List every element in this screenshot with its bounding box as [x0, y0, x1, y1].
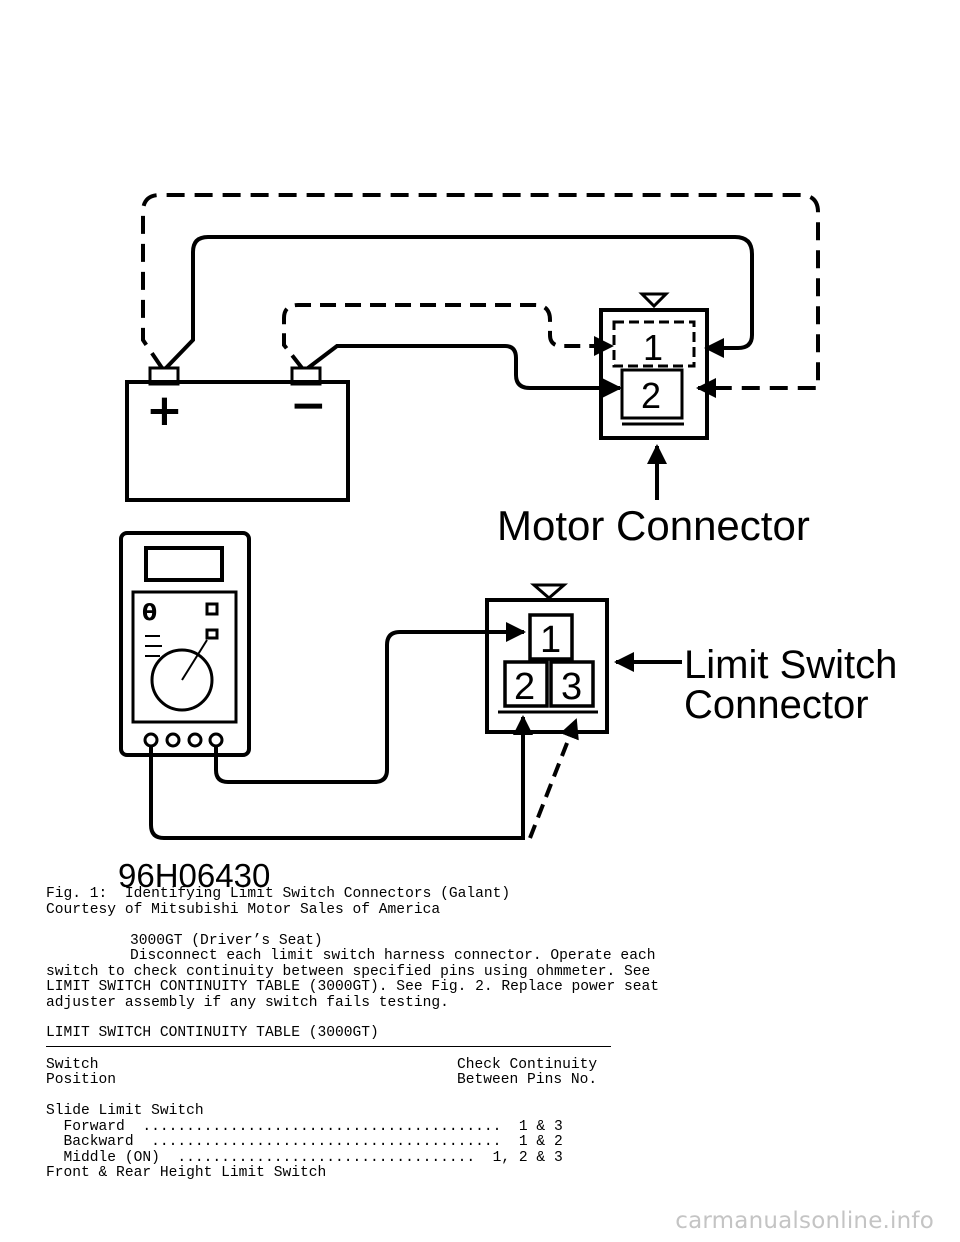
battery-minus-label: −	[290, 380, 327, 431]
watermark: carmanualsonline.info	[675, 1208, 934, 1234]
limit-pin-2: 2	[514, 666, 535, 708]
body-para-line4: adjuster assembly if any switch fails te…	[46, 995, 449, 1011]
table-row: Middle (ON) ............................…	[46, 1150, 563, 1166]
meter-lead-dashed-pin3	[528, 718, 579, 839]
solid-wire-positive	[164, 235, 754, 370]
body-para-line3: LIMIT SWITCH CONTINUITY TABLE (3000GT). …	[46, 979, 660, 995]
battery: + −	[125, 366, 350, 502]
table-row: Forward ................................…	[46, 1119, 563, 1135]
body-para-line1: Disconnect each limit switch harness con…	[130, 948, 656, 964]
meter-dial	[150, 648, 214, 712]
table-header-right-1: Check Continuity	[457, 1057, 598, 1073]
table-row: Backward ...............................…	[46, 1134, 563, 1150]
limit-switch-connector: 1 2 3	[485, 583, 609, 734]
meter-lead-to-pin2	[149, 715, 533, 840]
wiring-diagram: + − 1 2 Motor Connector θ	[118, 193, 897, 894]
multimeter: θ	[119, 531, 251, 757]
meter-symbol: θ	[142, 601, 157, 626]
meter-lead-to-pin1	[214, 622, 526, 784]
solid-wire-negative	[306, 344, 622, 398]
table-group-slide: Slide Limit Switch	[46, 1103, 204, 1119]
figure-caption-line1: Fig. 1: Identifying Limit Switch Connect…	[46, 886, 511, 902]
table-rule	[46, 1046, 611, 1047]
table-header-right-2: Between Pins No.	[457, 1072, 598, 1088]
dashed-wire-negative	[282, 303, 614, 370]
table-header-left-1: Switch	[46, 1057, 99, 1073]
table-header-left-2: Position	[46, 1072, 117, 1088]
motor-pin-2: 2	[641, 375, 661, 416]
limit-switch-label-1: Limit Switch	[684, 643, 897, 687]
motor-pin-1: 1	[643, 327, 663, 368]
battery-plus-label: +	[146, 385, 183, 436]
motor-connector-label: Motor Connector	[497, 502, 810, 549]
limit-pin-3: 3	[561, 666, 582, 708]
table-title: LIMIT SWITCH CONTINUITY TABLE (3000GT)	[46, 1025, 379, 1041]
limit-switch-label-2: Connector	[684, 683, 869, 727]
section-heading: 3000GT (Driver’s Seat)	[130, 933, 323, 949]
table-group-height: Front & Rear Height Limit Switch	[46, 1165, 327, 1181]
figure-code: 96H06430	[118, 857, 270, 894]
motor-connector: 1 2	[599, 292, 709, 440]
body-para-line2: switch to check continuity between speci…	[46, 964, 651, 980]
limit-pin-1: 1	[540, 619, 561, 661]
figure-caption-line2: Courtesy of Mitsubishi Motor Sales of Am…	[46, 902, 441, 918]
dashed-wire-outer	[141, 193, 820, 398]
